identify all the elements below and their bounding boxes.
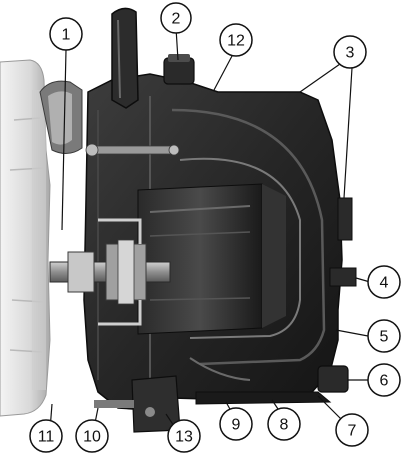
callout-12: 12: [219, 23, 253, 57]
callout-7: 7: [335, 413, 369, 447]
top-bolt: [85, 143, 180, 157]
callout-3-label: 3: [346, 45, 355, 62]
callout-9: 9: [219, 407, 253, 441]
callout-8: 8: [267, 407, 301, 441]
callout-5-label: 5: [380, 329, 389, 346]
callout-3: 3: [333, 35, 367, 69]
motor-flange: [0, 59, 51, 417]
callout-11: 11: [29, 419, 63, 453]
callout-8-label: 8: [280, 417, 289, 434]
callout-10-label: 10: [83, 429, 101, 446]
callout-7-label: 7: [348, 423, 357, 440]
callout-2: 2: [160, 2, 192, 34]
impeller: [137, 183, 286, 335]
callout-6-label: 6: [380, 373, 389, 390]
shaft: [49, 218, 171, 326]
callout-12-label: 12: [227, 33, 245, 50]
callout-13: 13: [167, 419, 201, 453]
motor-pipe: [39, 80, 83, 154]
callout-1: 1: [49, 17, 83, 51]
callout-4-label: 4: [380, 275, 389, 292]
callout-1-label: 1: [62, 27, 71, 44]
leader-lines: [49, 27, 371, 431]
callout-5: 5: [367, 319, 401, 353]
discharge-port: [329, 197, 357, 287]
callout-10: 10: [75, 419, 109, 453]
top-handle: [111, 7, 139, 109]
callout-13-label: 13: [175, 429, 193, 446]
callout-11-label: 11: [38, 429, 55, 446]
top-knob: [163, 54, 195, 85]
callout-2-label: 2: [172, 11, 181, 28]
callout-6: 6: [367, 363, 401, 397]
drain-knob: [317, 365, 349, 393]
base-flange: [189, 357, 332, 405]
callout-4: 4: [367, 265, 401, 299]
callout-9-label: 9: [232, 417, 241, 434]
